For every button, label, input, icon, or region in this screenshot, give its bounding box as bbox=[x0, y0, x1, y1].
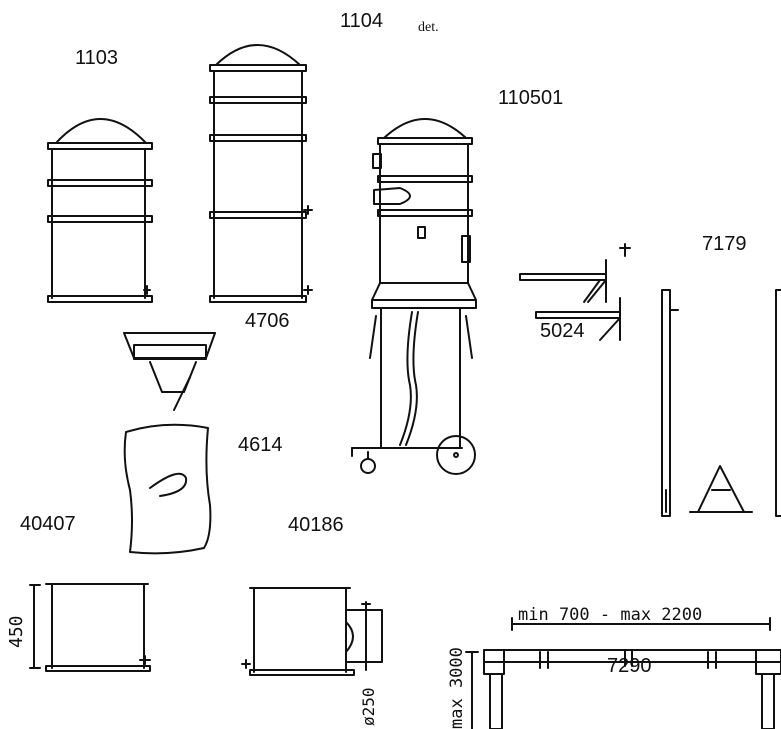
part-1104-drawing bbox=[209, 44, 313, 303]
dim-width-range-label: min 700 - max 2200 bbox=[518, 605, 702, 625]
part-40186-drawing bbox=[241, 587, 383, 676]
label-1104: 1104 bbox=[340, 10, 384, 32]
part-5024-drawing bbox=[519, 243, 631, 341]
dim-450-label: 450 bbox=[6, 615, 27, 648]
part-110501-drawing bbox=[351, 118, 477, 475]
dim-height-max-label: max 3000 bbox=[447, 647, 467, 729]
label-40407: 40407 bbox=[20, 513, 76, 535]
part-40407-drawing bbox=[29, 583, 151, 672]
label-7290: 7290 bbox=[607, 655, 652, 677]
label-40186: 40186 bbox=[288, 514, 344, 536]
label-110501: 110501 bbox=[498, 87, 564, 109]
label-1103: 1103 bbox=[75, 47, 119, 69]
part-4614-drawing bbox=[123, 423, 212, 555]
header-partial-text: det. bbox=[418, 20, 439, 35]
label-4706: 4706 bbox=[245, 310, 290, 332]
label-7179: 7179 bbox=[702, 233, 747, 255]
label-4614: 4614 bbox=[238, 434, 283, 456]
part-4706-drawing bbox=[123, 332, 216, 411]
part-7290-drawing bbox=[465, 617, 781, 729]
part-7179-drawing bbox=[661, 289, 781, 517]
part-1103-drawing bbox=[47, 118, 153, 303]
dim-diameter-250-label: ø250 bbox=[359, 687, 378, 726]
label-5024: 5024 bbox=[540, 320, 585, 342]
